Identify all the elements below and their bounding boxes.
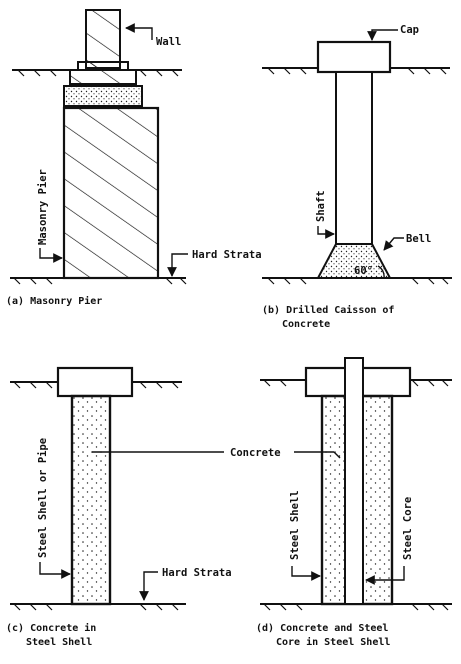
base-hatch — [263, 603, 449, 611]
masonry-pier-label: Masonry Pier — [37, 169, 49, 245]
angle-label: 60° — [354, 265, 373, 277]
steel-core — [344, 357, 364, 605]
wall-leader — [125, 23, 153, 40]
ground-hatch — [13, 381, 179, 389]
cap — [316, 40, 392, 74]
cap-label: Cap — [400, 24, 419, 36]
masonry-pier-leader — [39, 248, 63, 263]
concrete-leader-d-tip — [333, 451, 341, 459]
cap — [56, 366, 134, 398]
panel-a-masonry-pier: Wall Masonry Pier Hard Strata (a) Masonr… — [6, 9, 262, 307]
steel-shell-or-pipe-label: Steel Shell or Pipe — [37, 438, 49, 558]
hard-strata-label-a: Hard Strata — [192, 249, 262, 261]
shaft-leader — [317, 226, 335, 239]
ground-hatch — [17, 69, 179, 77]
base-hatch — [13, 603, 179, 611]
concrete-label: Concrete — [230, 447, 281, 459]
shaft — [335, 71, 373, 245]
wall-label: Wall — [156, 36, 181, 48]
steel-shell-leader-d — [291, 566, 321, 581]
wall — [85, 9, 121, 69]
steel-shell-label: Steel Shell — [289, 490, 301, 560]
concrete-slab — [63, 85, 143, 107]
base-hatch — [13, 277, 187, 285]
steel-shell-leader — [39, 562, 71, 579]
caption-a: (a) Masonry Pier — [6, 295, 102, 307]
hard-strata-leader-a — [167, 253, 188, 277]
caption-d-line1: (d) Concrete and Steel — [256, 623, 388, 634]
shaft-label: Shaft — [315, 190, 327, 222]
caption-d-line2: Core in Steel Shell — [276, 636, 390, 648]
ground-hatch — [263, 379, 449, 387]
steel-core-label: Steel Core — [402, 497, 414, 560]
concrete-pile — [70, 394, 112, 606]
panel-c-concrete-steel-shell: Steel Shell or Pipe Concrete Hard Strata… — [6, 366, 281, 648]
ground-hatch — [267, 67, 447, 75]
caption-c-line1: (c) Concrete in — [6, 622, 96, 634]
stepped-footing — [69, 61, 137, 85]
masonry-pier-body — [62, 106, 160, 280]
bell-leader — [383, 237, 404, 251]
panel-d-concrete-steel-core: Steel Shell Steel Core (d) Concrete and … — [256, 357, 452, 648]
base-hatch — [267, 277, 449, 285]
caption-b-line1: (b) Drilled Caisson of — [262, 304, 394, 316]
hard-strata-leader-c — [139, 571, 158, 601]
caption-b-line2: Concrete — [282, 319, 330, 330]
bell-label: Bell — [406, 233, 431, 245]
panel-b-drilled-caisson: 60° Cap Shaft Bell (b) Drilled Caisson o… — [262, 24, 452, 330]
hard-strata-label-c: Hard Strata — [162, 567, 232, 579]
steel-core-leader — [365, 566, 405, 585]
cap-leader — [367, 29, 398, 41]
caption-c-line2: Steel Shell — [26, 637, 92, 648]
